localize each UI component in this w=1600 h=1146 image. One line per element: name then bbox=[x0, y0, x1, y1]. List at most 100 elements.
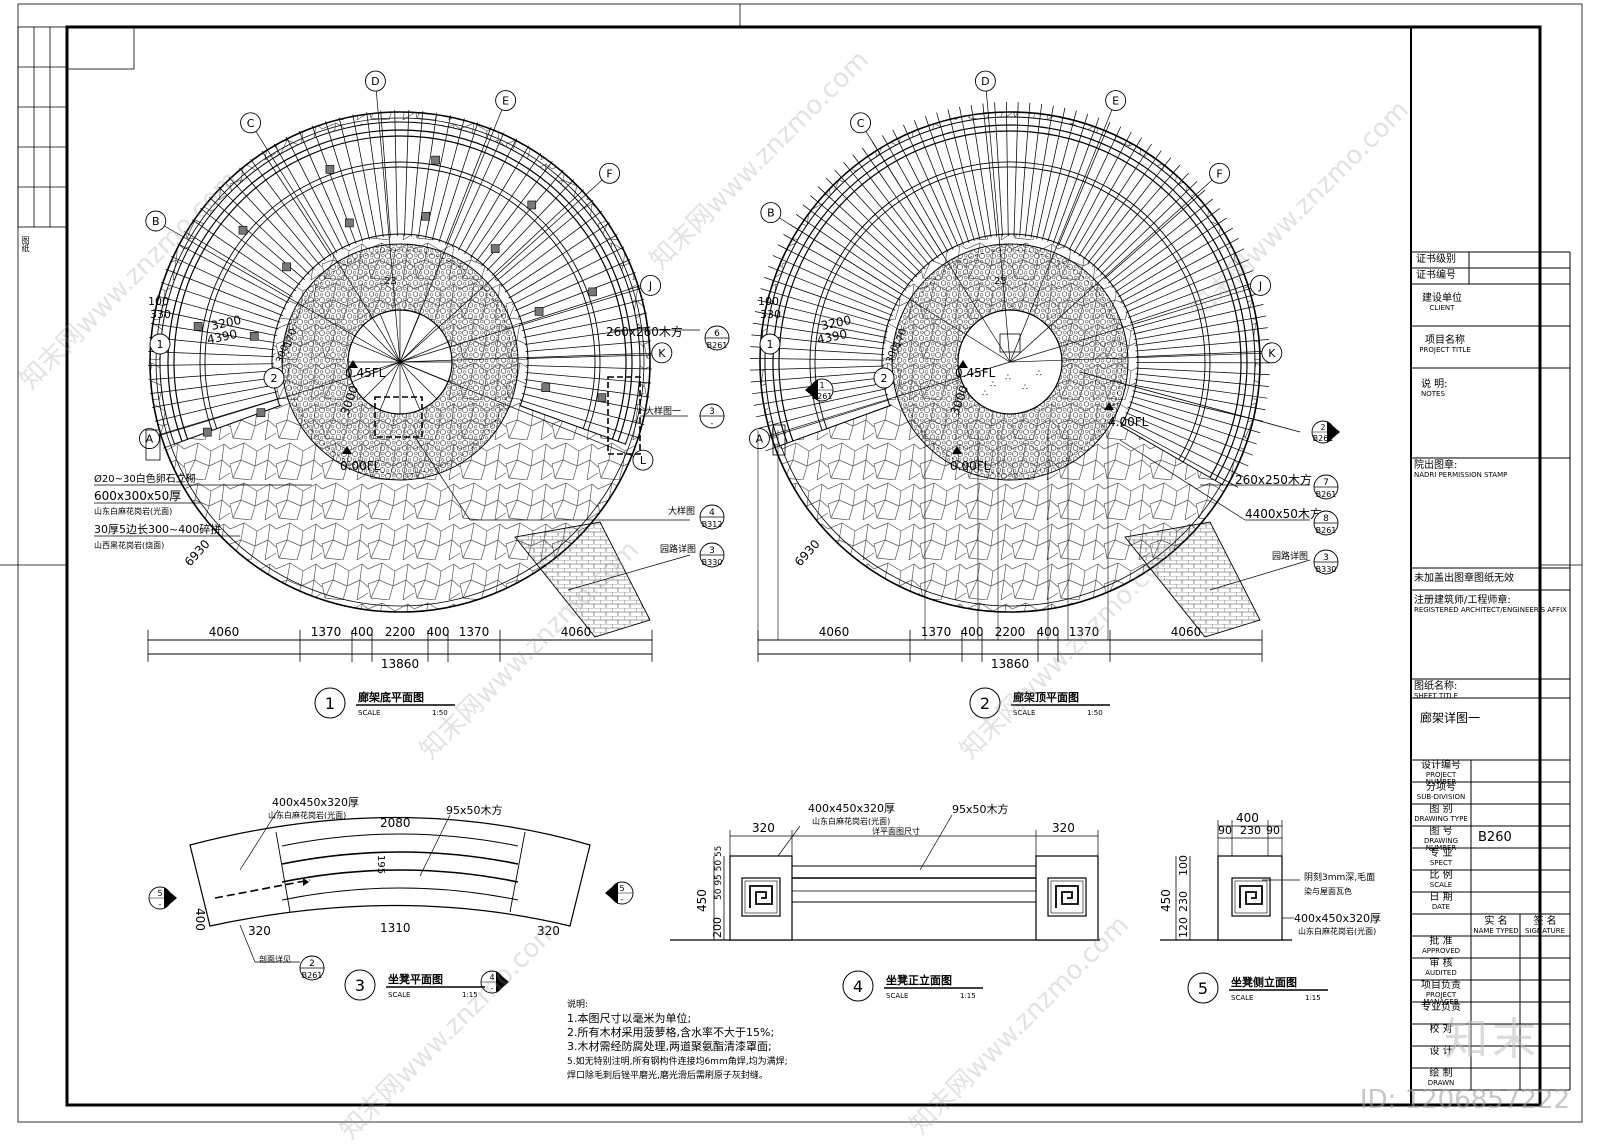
plan2-section1-bottom: B261 bbox=[812, 392, 833, 401]
plan1-detail1-label: 大样图一 bbox=[645, 405, 681, 417]
tb-row-en: SUB-DIVISION bbox=[1413, 794, 1469, 801]
plan1-dim-6930: 6930 bbox=[182, 537, 213, 569]
plan1-view-title: 廊架底平面图 bbox=[358, 690, 424, 704]
bench4-stone-b: 山东白麻花岗岩(光面) bbox=[812, 816, 890, 826]
plan1-dim-4: 400 bbox=[427, 625, 450, 639]
bench3-wood: 95x50木方 bbox=[446, 803, 503, 817]
tb-stamp: 院出图章:NADRI PERMISSION STAMP bbox=[1414, 461, 1507, 479]
tb-sheet-title-value: 廊架详图一 bbox=[1420, 712, 1480, 725]
bench5-stone-b: 山东白麻花岗岩(光面) bbox=[1298, 926, 1376, 936]
plan2-view-title: 廊架顶平面图 bbox=[1013, 690, 1079, 704]
tb-row-zh: 专 业 bbox=[1413, 849, 1469, 860]
bench3-dim-320b: 320 bbox=[537, 924, 560, 938]
bench3-view-title: 坐凳平面图 bbox=[388, 972, 443, 986]
tb-invalid: 未加盖出图章图纸无效 bbox=[1414, 574, 1514, 585]
bench4-leader bbox=[920, 815, 952, 870]
plan1-mat3: 30厚5边长300~400碎拼 bbox=[94, 522, 221, 536]
plan2-axis-D: D bbox=[981, 75, 989, 88]
tb-row-zh: 日 期 bbox=[1413, 893, 1469, 904]
bench3-dim-320a: 320 bbox=[248, 924, 271, 938]
plan2-dim-overall: 13860 bbox=[991, 657, 1029, 671]
plan2-garden-path bbox=[1125, 522, 1260, 637]
plan2-view-scale-label: SCALE bbox=[1013, 709, 1035, 717]
plan1-level-045: 0.45FL bbox=[345, 366, 386, 380]
plan1-dim-0: 4060 bbox=[209, 625, 240, 639]
watermark-id: ID: 1206857222 bbox=[1360, 1085, 1570, 1115]
plan2-grass-mark: ∴ bbox=[982, 389, 988, 399]
bench5-dim-230h: 230 bbox=[1177, 891, 1190, 912]
text-layer: 说明:1.本图尺寸以毫米为单位;2.所有木材采用菠萝格,含水率不大于15%;3.… bbox=[567, 998, 788, 1081]
bench3-stone: 400x450x320厚 bbox=[272, 796, 359, 809]
bench5-dim-400: 400 bbox=[1236, 811, 1259, 825]
plan2-level-400: 4.00FL bbox=[1108, 415, 1149, 429]
bench4-leader bbox=[778, 826, 800, 856]
bench5-dim-120: 120 bbox=[1177, 917, 1190, 938]
plan1-axis-C: C bbox=[247, 117, 255, 130]
bench3-sec-bottom-bottom: - bbox=[491, 984, 494, 993]
bench4-dim-320a: 320 bbox=[752, 821, 775, 835]
tb-sign-zh: 绘 制 bbox=[1413, 1069, 1469, 1080]
plan1-ref-road-bottom: B330 bbox=[702, 558, 723, 567]
bench3-sec-left-top: 5 bbox=[157, 889, 162, 898]
notes-line: 焊口除毛刺后锉平磨光,磨光滑后需刷原子灰封缝。 bbox=[567, 1069, 768, 1081]
notes-line: 5.如无特别注明,所有钢构件连接均6mm角焊,均为满焊; bbox=[567, 1055, 788, 1067]
notes-heading: 说明: bbox=[567, 998, 588, 1010]
plan1-column bbox=[432, 156, 440, 164]
plan1-ref-road-top: 3 bbox=[709, 546, 715, 556]
bench4-seat bbox=[792, 866, 1036, 902]
bench3-sec-right-arrow bbox=[605, 882, 618, 904]
bench4-dim-450: 450 bbox=[695, 889, 709, 912]
plan1-ref-detail1-bottom: - bbox=[711, 419, 714, 428]
tb-sign-en: AUDITED bbox=[1413, 970, 1469, 977]
tb-row-zh: 比 例 bbox=[1413, 871, 1469, 882]
plan2-ref-timber2-top: 8 bbox=[1323, 514, 1329, 524]
plan1-axis-num-2: 2 bbox=[271, 372, 278, 385]
plan2-group: ∴∴∴∴∴∴ABCDEFJK12320043901003301703006930… bbox=[749, 71, 1340, 718]
plan1-column bbox=[239, 226, 247, 234]
plan1-ref-detail1-top: 3 bbox=[709, 407, 715, 417]
tb-sign-zh: 项目负责 bbox=[1413, 981, 1469, 992]
bench4-view-scale-label: SCALE bbox=[886, 992, 908, 1000]
plan1-view-scale-label: SCALE bbox=[358, 709, 380, 717]
plan1-dim-6: 4060 bbox=[561, 625, 592, 639]
plan1-dim-overall: 13860 bbox=[381, 657, 419, 671]
plan1-column bbox=[528, 201, 536, 209]
plan2-view-number: 2 bbox=[980, 694, 990, 713]
plan2-section1-top: 1 bbox=[819, 381, 824, 390]
plan2-dim-5: 1370 bbox=[1069, 625, 1100, 639]
plan2-axis-F: F bbox=[1216, 167, 1222, 180]
plan2-axis-num-1: 1 bbox=[767, 338, 774, 351]
plan1-column bbox=[535, 307, 543, 315]
plan2-axis-E: E bbox=[1112, 95, 1119, 108]
tb-row-en: SCALE bbox=[1413, 882, 1469, 889]
plan1-column bbox=[589, 288, 597, 296]
plan1-column bbox=[422, 212, 430, 220]
bench3-sec-left-arrow bbox=[164, 887, 177, 909]
bench3-view-scale: 1:15 bbox=[462, 991, 478, 999]
plan1-ref-detail2-top: 4 bbox=[709, 508, 715, 518]
plan1-column bbox=[491, 245, 499, 253]
plan1-axis-B: B bbox=[152, 215, 160, 228]
tb-row-zh: 设计编号 bbox=[1413, 761, 1469, 772]
bench5-engrave-b: 染与屋面瓦色 bbox=[1304, 886, 1352, 896]
plan1-axis-L: L bbox=[640, 454, 647, 467]
bench3-view-scale-label: SCALE bbox=[388, 991, 410, 999]
watermark-logo: 知末 bbox=[1444, 1003, 1540, 1067]
plan1-axis-E: E bbox=[502, 95, 509, 108]
bench3-dim-195: 195 bbox=[375, 855, 386, 874]
plan1-mat2b: 山东白麻花岗岩(光面) bbox=[94, 506, 172, 516]
plan1-view-scale: 1:50 bbox=[432, 709, 448, 717]
plan2-ref-timber2-bottom: B261 bbox=[1316, 526, 1337, 535]
bench3-dim-400: 400 bbox=[193, 908, 207, 931]
plan1-column bbox=[542, 384, 550, 392]
tb-row-en: DRAWING TYPE bbox=[1413, 816, 1469, 823]
plan2-axis-K: K bbox=[1268, 347, 1276, 360]
bench5-view-scale-label: SCALE bbox=[1231, 994, 1253, 1002]
